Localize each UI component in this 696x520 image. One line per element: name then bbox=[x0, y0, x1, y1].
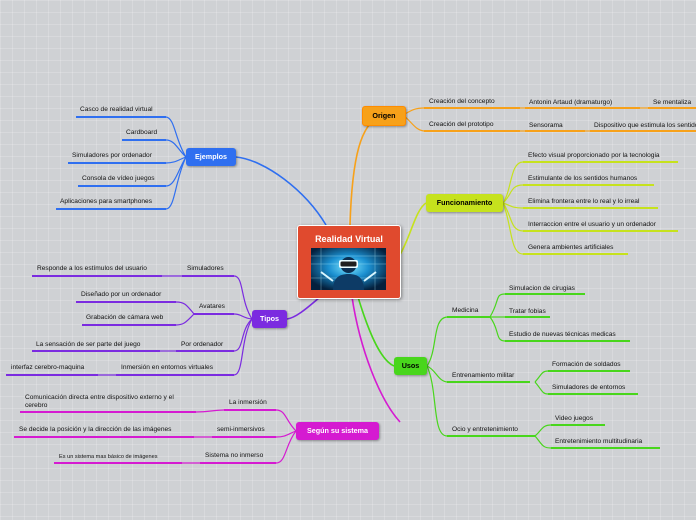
usos-medicina[interactable]: Medicina bbox=[452, 307, 479, 314]
node-ejemplos[interactable]: Ejemplos bbox=[186, 148, 236, 166]
segun-no-inmerso-item[interactable]: Es un sistema mas básico de imágenes bbox=[59, 454, 158, 460]
ejemplos-item[interactable]: Aplicaciones para smartphones bbox=[60, 198, 152, 205]
usos-entrenamiento-item[interactable]: Formación de soldados bbox=[552, 361, 621, 368]
tipos-avatares-item[interactable]: Diseñado por un ordenador bbox=[81, 291, 162, 298]
node-origen[interactable]: Origen bbox=[362, 106, 406, 126]
segun-la-inmersion[interactable]: La inmersión bbox=[229, 399, 267, 406]
segun-semi-item[interactable]: Se decide la posición y la dirección de … bbox=[19, 426, 172, 433]
origen-se-mentaliza[interactable]: Se mentaliza bbox=[653, 99, 692, 106]
ejemplos-item[interactable]: Casco de realidad virtual bbox=[80, 106, 153, 113]
node-tipos[interactable]: Tipos bbox=[252, 310, 287, 328]
origen-dispositivo[interactable]: Dispositivo que estimula los sentidos bbox=[594, 122, 696, 129]
node-funcionamiento[interactable]: Funcionamiento bbox=[426, 194, 503, 212]
tipos-inmersion-item[interactable]: interfaz cerebro-maquina bbox=[11, 364, 85, 371]
origen-creacion-concepto[interactable]: Creación del concepto bbox=[429, 98, 495, 105]
tipos-avatares-item[interactable]: Grabación de cámara web bbox=[86, 314, 164, 321]
origen-sensorama[interactable]: Sensorama bbox=[529, 122, 563, 129]
tipos-avatares[interactable]: Avatares bbox=[199, 303, 225, 310]
usos-ocio-item[interactable]: Entretenimiento multitudinaria bbox=[555, 438, 643, 445]
ejemplos-item[interactable]: Cardboard bbox=[126, 129, 158, 136]
segun-semi-inmersivos[interactable]: semi-inmersivos bbox=[217, 426, 265, 433]
ejemplos-item[interactable]: Consola de vídeo juegos bbox=[82, 175, 155, 182]
central-topic[interactable]: Realidad Virtual bbox=[297, 225, 401, 299]
usos-medicina-item[interactable]: Estudio de nuevas técnicas medicas bbox=[509, 331, 616, 338]
origen-antonin-artaud[interactable]: Antonin Artaud (dramaturgo) bbox=[529, 99, 613, 106]
usos-medicina-item[interactable]: Simulacion de cirugias bbox=[509, 285, 575, 292]
funcionamiento-item[interactable]: Efecto visual proporcionado por la tecno… bbox=[528, 152, 660, 159]
tipos-por-ordenador-item[interactable]: La sensación de ser parte del juego bbox=[36, 341, 141, 348]
tipos-inmersion[interactable]: Inmersión en entornos virtuales bbox=[121, 364, 213, 371]
usos-entrenamiento-item[interactable]: Simuladores de entornos bbox=[552, 384, 626, 391]
tipos-simuladores-item[interactable]: Responde a los estímulos del usuario bbox=[37, 265, 147, 272]
funcionamiento-item[interactable]: Interraccion entre el usuario y un orden… bbox=[528, 221, 656, 228]
segun-no-inmerso[interactable]: Sistema no inmerso bbox=[205, 452, 264, 459]
tipos-simuladores[interactable]: Simuladores bbox=[187, 265, 224, 272]
tipos-por-ordenador[interactable]: Por ordenador bbox=[181, 341, 224, 348]
node-segun-su-sistema[interactable]: Según su sistema bbox=[296, 422, 379, 440]
segun-la-inmersion-item[interactable]: Comunicación directa entre dispositivo e… bbox=[25, 394, 174, 409]
central-topic-title: Realidad Virtual bbox=[315, 234, 383, 244]
usos-entrenamiento[interactable]: Entrenamiento militar bbox=[452, 372, 515, 379]
node-usos[interactable]: Usos bbox=[394, 357, 427, 375]
funcionamiento-item[interactable]: Estimulante de los sentidos humanos bbox=[528, 175, 638, 182]
usos-ocio-item[interactable]: Video juegos bbox=[555, 415, 594, 422]
funcionamiento-item[interactable]: Elimina frontera entre lo real y lo irre… bbox=[528, 198, 640, 205]
ejemplos-item[interactable]: Simuladores por ordenador bbox=[72, 152, 152, 159]
vr-headset-illustration bbox=[311, 248, 386, 290]
origen-creacion-prototipo[interactable]: Creación del prototipo bbox=[429, 121, 494, 128]
funcionamiento-item[interactable]: Genera ambientes artificiales bbox=[528, 244, 614, 251]
usos-ocio[interactable]: Ocio y entretenimiento bbox=[452, 426, 518, 433]
usos-medicina-item[interactable]: Tratar fobias bbox=[509, 308, 546, 315]
